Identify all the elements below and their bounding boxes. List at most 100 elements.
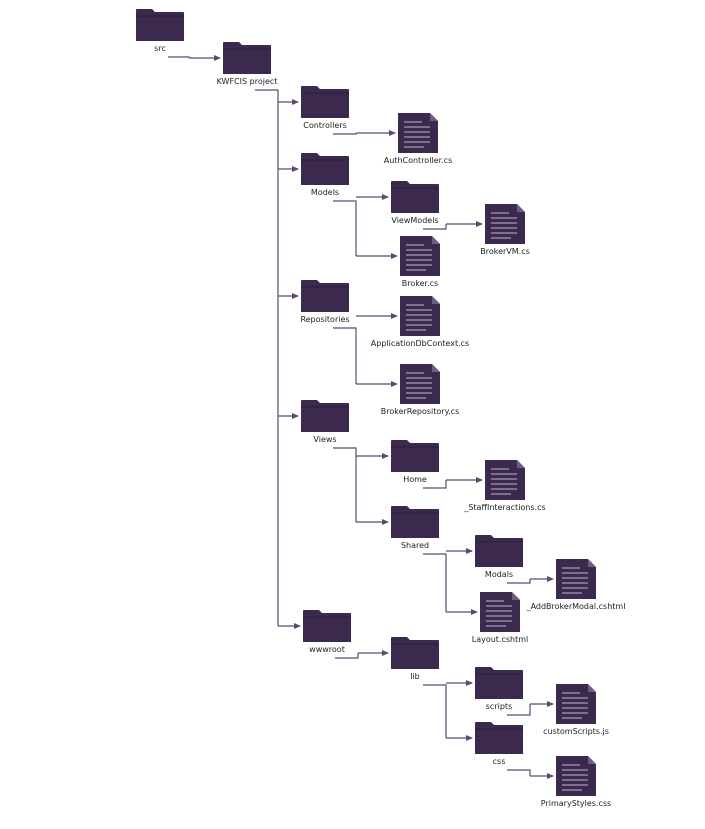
folder-shape [301,400,349,432]
folder-icon [136,9,184,41]
folder-icon [223,42,271,74]
file-label: PrimaryStyles.css [540,799,612,808]
connector-trunk-views [333,447,357,522]
file-shape [556,559,596,599]
folder-label: css [492,757,506,766]
folder-label: Shared [400,541,430,550]
file-shape [400,296,440,336]
folder-label: Views [313,435,337,444]
connector-trunk-home [423,480,447,489]
file-icon [556,684,596,724]
connector-trunk-viewmodels [423,224,447,230]
file-shape [556,756,596,796]
folder-icon [303,610,351,642]
folder-icon [391,181,439,213]
file-corner-fold [588,559,596,567]
folder-shape [391,181,439,213]
file-label: ApplicationDbContext.cs [370,339,470,348]
file-corner-fold [432,364,440,372]
folder-label: ViewModels [391,216,439,225]
file-shape [485,204,525,244]
connector-lines [168,55,554,779]
file-icon [400,236,440,276]
folder-shape [391,506,439,538]
folder-icon [301,280,349,312]
file-label: Broker.cs [401,279,439,288]
file-corner-fold [588,684,596,692]
folder-shape [223,42,271,74]
folder-shape [475,535,523,567]
node-icons [136,9,596,796]
file-label: AuthController.cs [383,156,453,165]
connector-trunk-shared [423,553,447,612]
file-label: customScripts.js [543,727,609,736]
folder-shape [391,637,439,669]
file-corner-fold [432,236,440,244]
connector-trunk-repositories [333,327,357,384]
file-corner-fold [588,756,596,764]
folder-label: lib [410,672,420,681]
connector-trunk-lib [423,684,447,738]
folder-shape [301,153,349,185]
folder-icon [475,722,523,754]
connector-trunk-models [333,200,357,256]
folder-icon [301,86,349,118]
file-icon [485,460,525,500]
file-icon [480,592,520,632]
folder-shape [391,440,439,472]
file-icon [556,559,596,599]
file-shape [480,592,520,632]
folder-label: Repositories [300,315,350,324]
folder-label: KWFCIS project [216,77,278,86]
file-label: Layout.cshtml [471,635,529,644]
file-corner-fold [432,296,440,304]
folder-label: Models [310,188,340,197]
file-icon [485,204,525,244]
connector-trunk-scripts [507,704,531,716]
folder-icon [475,535,523,567]
connector-trunk-modals [507,579,531,584]
folder-icon [301,153,349,185]
folder-shape [475,722,523,754]
file-corner-fold [517,204,525,212]
folder-label: Controllers [303,121,347,130]
file-corner-fold [512,592,520,600]
file-label: _AddBrokerModal.cshtml [526,602,626,611]
file-shape [556,684,596,724]
folder-label: Modals [484,570,514,579]
file-icon [400,296,440,336]
folder-shape [303,610,351,642]
file-shape [400,236,440,276]
file-label: _StaffInteractions.cs [464,503,546,512]
file-corner-fold [430,113,438,121]
connector-trunk-wwwroot [335,653,359,659]
connector-trunk-src [168,56,190,58]
file-icon [556,756,596,796]
folder-icon [301,400,349,432]
folder-shape [136,9,184,41]
folder-icon [391,440,439,472]
file-shape [400,364,440,404]
file-label: BrokerRepository.cs [380,407,460,416]
folder-label: wwwroot [309,645,345,654]
file-icon [400,364,440,404]
folder-shape [475,667,523,699]
folder-icon [475,667,523,699]
file-icon [398,113,438,153]
folder-shape [301,86,349,118]
folder-label: scripts [485,702,513,711]
folder-shape [301,280,349,312]
file-shape [485,460,525,500]
connector-trunk-controllers [333,133,357,135]
connector-trunk-kwfcis [255,89,279,626]
connector-trunk-css [507,769,531,776]
file-label: BrokerVM.cs [480,247,530,256]
folder-label: src [154,44,166,53]
file-corner-fold [517,460,525,468]
folder-icon [391,506,439,538]
file-shape [398,113,438,153]
folder-label: Home [403,475,427,484]
folder-icon [391,637,439,669]
